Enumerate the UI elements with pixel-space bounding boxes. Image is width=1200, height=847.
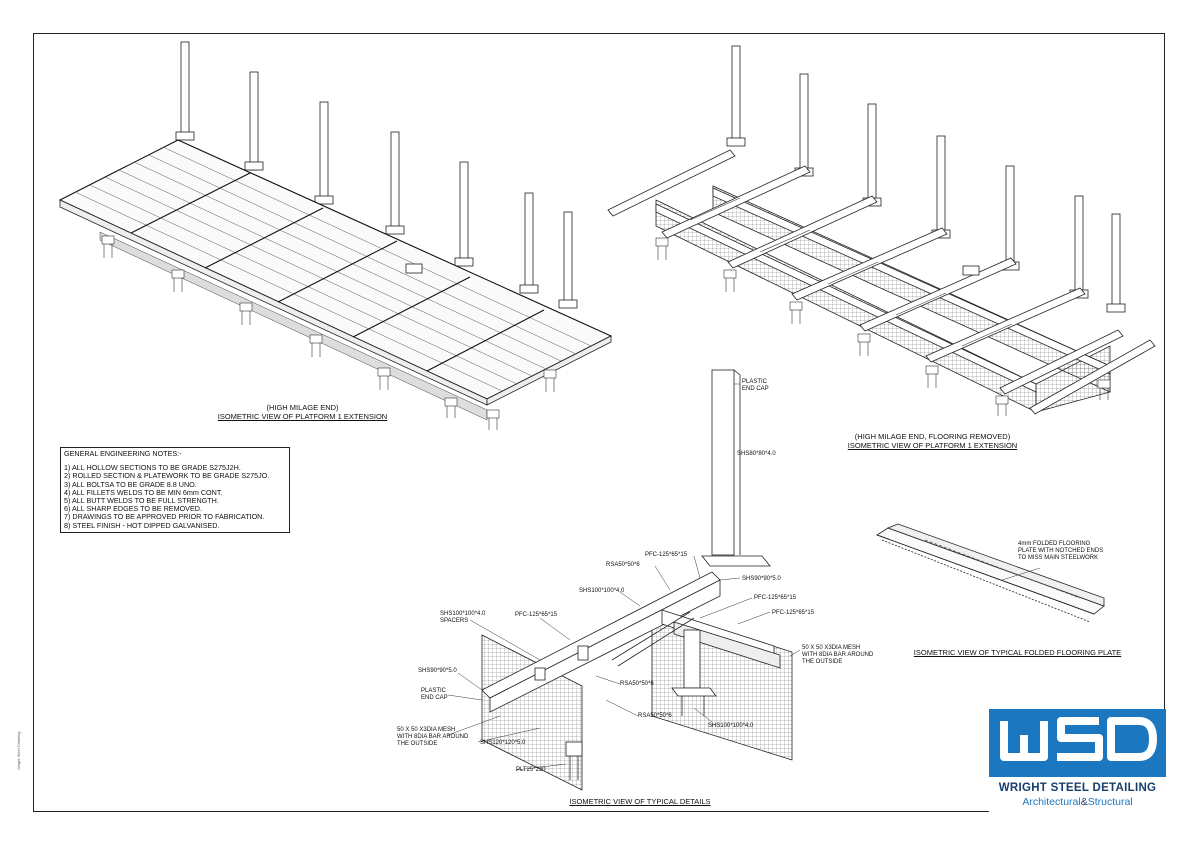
label-pfc-right2: PFC-125*65*15 (772, 610, 815, 616)
drawing-border (33, 33, 1165, 812)
note-item: 3) ALL BOLTSA TO BE GRADE 8.8 UNO. (64, 479, 197, 489)
general-engineering-notes: GENERAL ENGINEERING NOTES:- 1) ALL HOLLO… (60, 447, 290, 533)
label-rsa-top: RSA50*50*6 (606, 562, 640, 568)
label-rsa-mid: RSA50*50*6 (620, 681, 654, 687)
view3-title: ISOMETRIC VIEW OF TYPICAL DETAILS (569, 797, 711, 806)
label-mesh-right: 50 X 50 X3DIA MESH WITH 8DIA BAR AROUND … (802, 645, 874, 665)
label-shs100-spacers: SHS100*100*4.0 SPACERS (440, 611, 486, 624)
view1-title: (HIGH MILAGE END) ISOMETRIC VIEW OF PLAT… (217, 403, 388, 421)
footings-view1 (101, 235, 557, 430)
label-plastic-end-cap-left: PLASTIC END CAP (421, 688, 448, 701)
label-shs100-top: SHS100*100*4.0 (579, 588, 625, 594)
deck-joints (130, 172, 545, 372)
note-item: 6) ALL SHARP EDGES TO BE REMOVED. (64, 504, 202, 514)
label-folded-floor-plate: 4mm FOLDED FLOORING PLATE WITH NOTCHED E… (1018, 541, 1104, 561)
label-rsa-low: RSA50*50*6 (638, 713, 672, 719)
label-pfc-right1: PFC-125*65*15 (754, 595, 797, 601)
leader-lines (447, 383, 801, 771)
note-item: 7) DRAWINGS TO BE APPROVED PRIOR TO FABR… (64, 512, 265, 522)
logo-tagline: Architectural&Structural (1022, 796, 1133, 808)
label-shs90-left: SHS90*90*5.0 (418, 668, 457, 674)
posts-view1 (175, 41, 578, 309)
label-pfc-left: PFC-125*65*15 (515, 612, 558, 618)
footings-view2 (655, 237, 1111, 416)
logo-company-name: WRIGHT STEEL DETAILING (998, 782, 1157, 794)
label-shs80: SHS80*80*4.0 (737, 451, 776, 457)
braces (689, 197, 1013, 347)
label-mesh-left: 50 X 50 X3DIA MESH WITH 8DIA BAR AROUND … (397, 727, 469, 747)
detail-post (701, 369, 771, 567)
label-shs100-bottom: SHS100*100*4.0 (708, 723, 754, 729)
note-item: 5) ALL BUTT WELDS TO BE FULL STRENGTH. (64, 496, 219, 506)
note-item: 1) ALL HOLLOW SECTIONS TO BE GRADE S275J… (64, 463, 241, 473)
label-plt: PLT25*230 (516, 767, 546, 773)
note-item: 2) ROLLED SECTION & PLATEWORK TO BE GRAD… (64, 471, 270, 481)
cantilever-arms (607, 149, 1156, 415)
logo-mark (1000, 717, 1157, 761)
note-item: 8) STEEL FINISH - HOT DIPPED GALVANISED. (64, 520, 220, 530)
note-item: 4) ALL FILLETS WELDS TO BE MIN 6mm CONT. (64, 487, 223, 497)
label-shs120: SHS120*120*5.0 (480, 740, 526, 746)
view2-title: (HIGH MILAGE END, FLOORING REMOVED) ISOM… (847, 432, 1018, 450)
label-plastic-end-cap-top: PLASTIC END CAP (742, 379, 769, 392)
notes-heading: GENERAL ENGINEERING NOTES:- (64, 449, 182, 458)
label-pfc-top: PFC-125*65*15 (645, 552, 688, 558)
view4-title: ISOMETRIC VIEW OF TYPICAL FOLDED FLOORIN… (913, 648, 1122, 657)
company-logo: WRIGHT STEEL DETAILING Architectural&Str… (989, 709, 1166, 812)
label-shs90-right: SHS90*90*5.0 (742, 576, 781, 582)
